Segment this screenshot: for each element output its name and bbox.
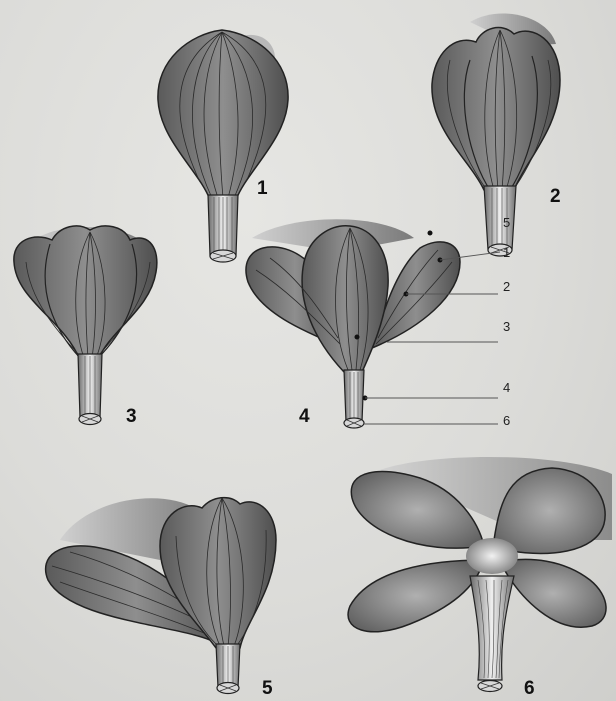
stage-label-1: 1: [257, 178, 268, 200]
callout-label-5: 5: [503, 215, 510, 230]
bud-stage-4: [246, 219, 500, 428]
stage-label-3: 3: [126, 406, 137, 428]
bud-stage-1: [158, 30, 288, 262]
callout-label-4: 4: [503, 380, 510, 395]
callout-label-1: 1: [503, 245, 510, 260]
stage-label-5: 5: [262, 678, 273, 700]
bud-stage-3: [14, 226, 157, 425]
callout-label-6: 6: [503, 413, 510, 428]
bud-stage-5: [46, 498, 276, 694]
bud-stage-6: [348, 457, 612, 692]
stage-label-6: 6: [524, 678, 535, 700]
stage-label-4: 4: [299, 406, 310, 428]
stage-label-2: 2: [550, 186, 561, 208]
callout-label-2: 2: [503, 279, 510, 294]
bud-stage-2: [432, 13, 560, 256]
callout-label-3: 3: [503, 319, 510, 334]
